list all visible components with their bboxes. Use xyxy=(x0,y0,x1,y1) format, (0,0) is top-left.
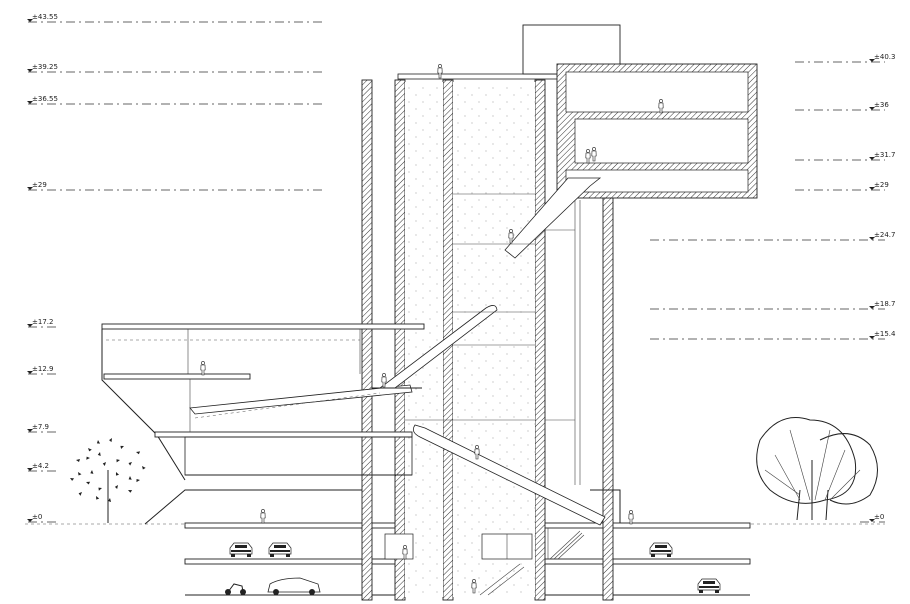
left-level-marker-label: ±29 xyxy=(32,181,47,189)
left-level-marker: ±4.2 xyxy=(27,462,49,471)
left-podium xyxy=(101,323,425,525)
tree-leaf xyxy=(115,472,120,476)
tree-leaf xyxy=(109,438,112,443)
left-level-marker-label: ±7.9 xyxy=(32,423,49,431)
tree-leaf xyxy=(108,498,112,502)
right-level-marker: ±24.7 xyxy=(869,231,895,240)
tree-leaf xyxy=(114,485,118,490)
left-level-marker-label: ±12.9 xyxy=(32,365,53,373)
right-level-marker: ±29 xyxy=(869,181,889,190)
right-level-marker: ±15.4 xyxy=(869,330,896,339)
tree-leaf xyxy=(86,456,90,460)
left-level-marker: ±17.2 xyxy=(27,318,53,327)
left-level-marker-label: ±43.55 xyxy=(32,13,58,21)
tree-leaf xyxy=(128,476,132,480)
tree-leaf xyxy=(78,472,82,476)
tree-leaf xyxy=(120,445,124,449)
right-level-marker-label: ±31.7 xyxy=(874,151,895,159)
left-level-marker: ±36.55 xyxy=(27,95,58,104)
right-level-marker-label: ±24.7 xyxy=(874,231,895,239)
tree-leaf xyxy=(90,470,94,474)
left-level-marker: ±0 xyxy=(27,513,42,522)
tree-leaf xyxy=(136,478,140,483)
left-level-marker: ±43.55 xyxy=(27,13,58,22)
left-level-marker-label: ±17.2 xyxy=(32,318,53,326)
tree-leaf xyxy=(128,490,133,493)
right-level-marker-label: ±18.7 xyxy=(874,300,895,308)
left-level-marker-label: ±4.2 xyxy=(32,462,49,470)
left-level-marker: ±7.9 xyxy=(27,423,49,432)
right-level-marker-label: ±29 xyxy=(874,181,889,189)
vehicles xyxy=(225,542,721,595)
right-level-marker: ±18.7 xyxy=(869,300,895,309)
structural-cores xyxy=(361,24,621,601)
tree-leaf xyxy=(102,462,106,466)
tree-leaf xyxy=(88,448,92,452)
right-level-marker: ±40.3 xyxy=(869,53,895,62)
left-level-marker: ±29 xyxy=(27,181,47,190)
tree-right xyxy=(756,417,878,521)
right-level-marker: ±0 xyxy=(869,513,884,522)
upper-cantilever-box xyxy=(556,63,758,199)
right-level-marker: ±31.7 xyxy=(869,151,895,160)
tree-leaf xyxy=(76,459,80,462)
right-level-marker-label: ±15.4 xyxy=(874,330,896,338)
right-level-marker-label: ±40.3 xyxy=(874,53,895,61)
right-level-marker-label: ±0 xyxy=(874,513,884,521)
tree-leaf xyxy=(136,451,141,455)
tree-leaf xyxy=(69,478,75,481)
tree-leaf xyxy=(97,452,101,457)
tree-leaf xyxy=(98,487,102,491)
right-level-markers: ±40.3 ±36 ±31.7 ±29 ±24.7 ±18.7 ±15.4 ±0 xyxy=(650,53,896,523)
right-level-marker: ±36 xyxy=(869,101,889,110)
tree-left xyxy=(69,438,146,523)
tree-leaf xyxy=(116,459,120,463)
tree-leaf xyxy=(128,462,132,466)
tree-leaf xyxy=(142,466,146,470)
tree-leaf xyxy=(86,481,91,485)
tree-leaf xyxy=(78,492,82,496)
tree-leaf xyxy=(96,440,101,444)
left-level-marker: ±12.9 xyxy=(27,365,53,374)
left-level-markers: ±43.55 ±39.25 ±36.55 ±29 ±17.2 ±12.9 ±7.9 ±4.2 ±… xyxy=(27,13,325,523)
tree-leaf xyxy=(96,496,100,500)
left-level-marker-label: ±0 xyxy=(32,513,42,521)
left-level-marker-label: ±36.55 xyxy=(32,95,58,103)
left-level-marker-label: ±39.25 xyxy=(32,63,58,71)
left-level-marker: ±39.25 xyxy=(27,63,58,72)
basement-elements xyxy=(384,528,585,596)
right-level-marker-label: ±36 xyxy=(874,101,889,109)
escalators xyxy=(189,177,621,526)
